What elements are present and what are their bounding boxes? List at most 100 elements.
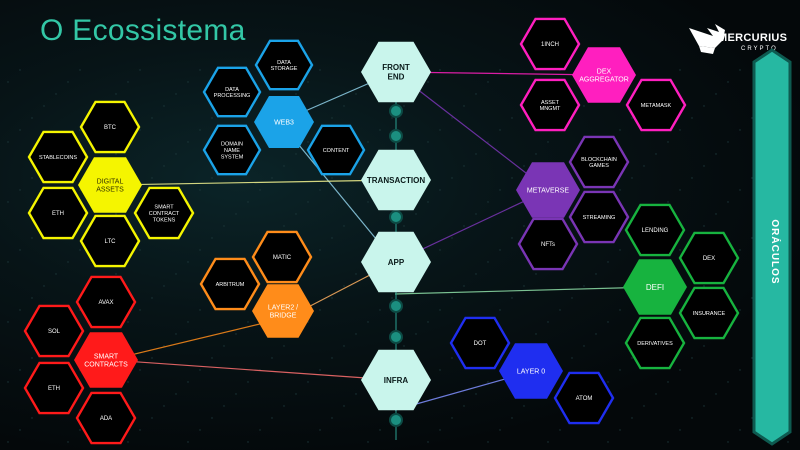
- node-label: LAYER 0: [517, 368, 545, 375]
- node-ada[interactable]: ADA: [75, 391, 137, 445]
- node-eth-sc[interactable]: ETH: [23, 361, 85, 415]
- node-label: LENDING: [642, 228, 669, 234]
- node-label: TRANSACTION: [367, 176, 425, 185]
- node-ltc[interactable]: LTC: [79, 214, 141, 268]
- hexagon: [202, 124, 262, 176]
- node-nfts[interactable]: NFTs: [517, 217, 579, 271]
- hexagon: [79, 214, 141, 268]
- node-dot[interactable]: DOT: [449, 316, 511, 370]
- node-label: CONTENT: [323, 148, 350, 154]
- spine-node: [389, 330, 403, 344]
- hexagon: [202, 66, 262, 118]
- node-arbitrum[interactable]: ARBITRUM: [199, 257, 261, 311]
- hexagon: [449, 316, 511, 370]
- spine-node: [389, 299, 403, 313]
- node-label: NFTs: [541, 242, 555, 248]
- node-streaming[interactable]: STREAMING: [568, 190, 630, 244]
- hexagon: [625, 78, 687, 132]
- hexagon: [516, 162, 580, 218]
- hexagon: [517, 217, 579, 271]
- hexagon: [251, 230, 313, 284]
- winged-helmet-icon: [689, 24, 725, 54]
- hexagon: [23, 304, 85, 358]
- hexagon: [79, 100, 141, 154]
- node-label: 1INCH: [541, 42, 559, 48]
- hexagon: [252, 284, 314, 338]
- link-smart-infra: [109, 359, 396, 381]
- node-derivatives[interactable]: DERIVATIVES: [624, 316, 686, 370]
- node-matic[interactable]: MATIC: [251, 230, 313, 284]
- node-metaverse[interactable]: METAVERSE: [516, 162, 580, 218]
- hexagon: [572, 47, 636, 103]
- hexagon: [23, 361, 85, 415]
- hexagon: [75, 275, 137, 329]
- hexagon: [568, 190, 630, 244]
- node-label: INSURANCE: [693, 311, 726, 317]
- node-layer0[interactable]: LAYER 0: [499, 343, 563, 399]
- node-label: METAMASK: [641, 103, 672, 109]
- node-label: INFRA: [384, 376, 409, 385]
- node-dex[interactable]: DEX: [678, 231, 740, 285]
- node-content[interactable]: CONTENT: [306, 124, 366, 176]
- hexagon: [254, 39, 314, 91]
- node-label: ATOM: [576, 396, 593, 402]
- node-avax[interactable]: AVAX: [75, 275, 137, 329]
- node-defi[interactable]: DEFI: [623, 259, 687, 315]
- node-label: ETH: [52, 211, 64, 217]
- node-insurance[interactable]: INSURANCE: [678, 286, 740, 340]
- oraculos-shape: [752, 48, 792, 446]
- node-infra[interactable]: INFRA: [361, 349, 431, 411]
- node-eth-da[interactable]: ETH: [27, 186, 89, 240]
- hexagon: [306, 124, 366, 176]
- hexagon: [499, 343, 563, 399]
- node-btc[interactable]: BTC: [79, 100, 141, 154]
- node-web3[interactable]: WEB3: [254, 96, 314, 148]
- node-transaction[interactable]: TRANSACTION: [361, 149, 431, 211]
- hexagon: [519, 17, 581, 71]
- node-atom[interactable]: ATOM: [553, 371, 615, 425]
- hexagon: [361, 41, 431, 103]
- node-label: WEB3: [274, 120, 294, 127]
- hexagon: [568, 135, 630, 189]
- hexagon: [361, 149, 431, 211]
- node-layer2[interactable]: LAYER2 /BRIDGE: [252, 284, 314, 338]
- node-label: DEX: [703, 256, 715, 262]
- node-inch[interactable]: 1INCH: [519, 17, 581, 71]
- node-sol[interactable]: SOL: [23, 304, 85, 358]
- spine-node: [389, 210, 403, 224]
- hexagon: [361, 231, 431, 293]
- node-stablecoins[interactable]: STABLECOINS: [27, 130, 89, 184]
- link-layer2-smart: [109, 316, 290, 361]
- hexagon: [361, 349, 431, 411]
- oraculos-bar[interactable]: ORÁCULOS: [752, 48, 792, 446]
- logo-name: MERCURIUS: [718, 32, 788, 44]
- node-app[interactable]: APP: [361, 231, 431, 293]
- node-label: LAYER2 /BRIDGE: [268, 304, 298, 319]
- oraculos-label: ORÁCULOS: [769, 219, 782, 284]
- link-frontend-metaverse: [394, 71, 549, 191]
- node-lending[interactable]: LENDING: [624, 203, 686, 257]
- node-label: MATIC: [273, 255, 292, 261]
- node-label: METAVERSE: [527, 187, 569, 194]
- node-metamask[interactable]: METAMASK: [625, 78, 687, 132]
- node-label: DEFI: [646, 283, 664, 292]
- hexagon: [678, 286, 740, 340]
- hexagon: [624, 203, 686, 257]
